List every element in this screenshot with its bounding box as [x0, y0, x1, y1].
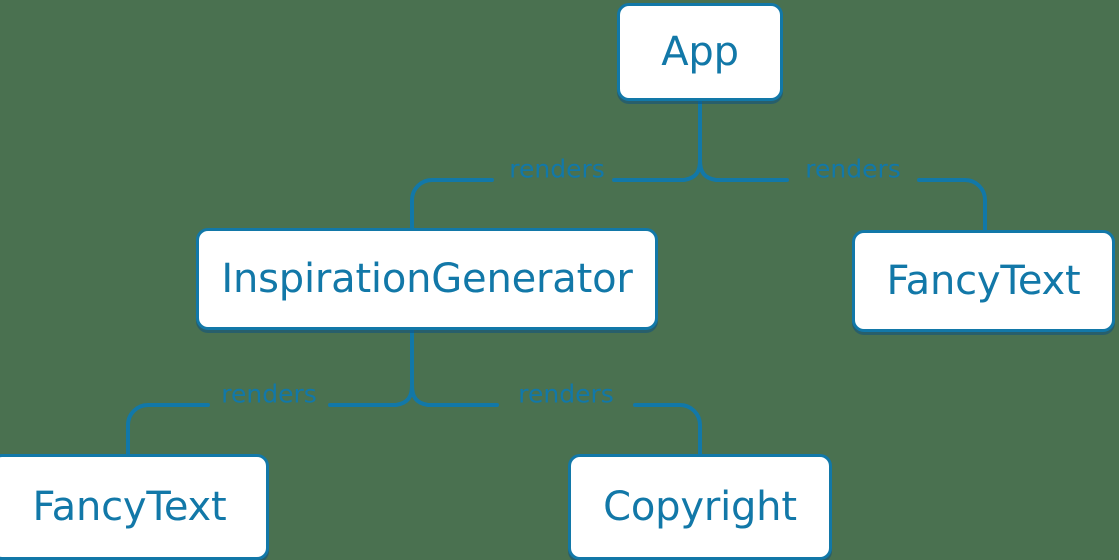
node-fancy-text-bottom[interactable]: FancyText [0, 454, 269, 560]
edge-app-to-fancytext-bar-outer [917, 178, 987, 232]
node-fancy-text-right[interactable]: FancyText [852, 230, 1115, 332]
node-copyright[interactable]: Copyright [568, 454, 832, 560]
edge-label-inspiration-to-copyright: renders [518, 379, 614, 409]
edge-inspiration-to-copyright-bar-outer [633, 403, 702, 456]
node-app[interactable]: App [617, 3, 783, 101]
edge-inspiration-junction-left [338, 383, 414, 407]
edge-app-junction-right [698, 158, 778, 182]
edge-inspiration-to-fancytext-bar-outer [126, 403, 210, 456]
node-app-label: App [661, 29, 739, 75]
node-inspiration-generator[interactable]: InspirationGenerator [196, 228, 658, 330]
edge-inspiration-junction-right [410, 383, 488, 407]
node-inspiration-generator-label: InspirationGenerator [221, 256, 633, 302]
edge-label-app-to-inspiration-generator: renders [509, 154, 605, 184]
edge-label-inspiration-to-fancy-text: renders [221, 379, 317, 409]
node-fancy-text-bottom-label: FancyText [32, 484, 227, 530]
edge-label-app-to-fancy-text: renders [805, 154, 901, 184]
edge-app-junction-left [622, 158, 702, 182]
node-copyright-label: Copyright [603, 484, 797, 530]
node-fancy-text-right-label: FancyText [886, 258, 1081, 304]
edge-app-to-inspiration-bar-outer [410, 178, 494, 230]
